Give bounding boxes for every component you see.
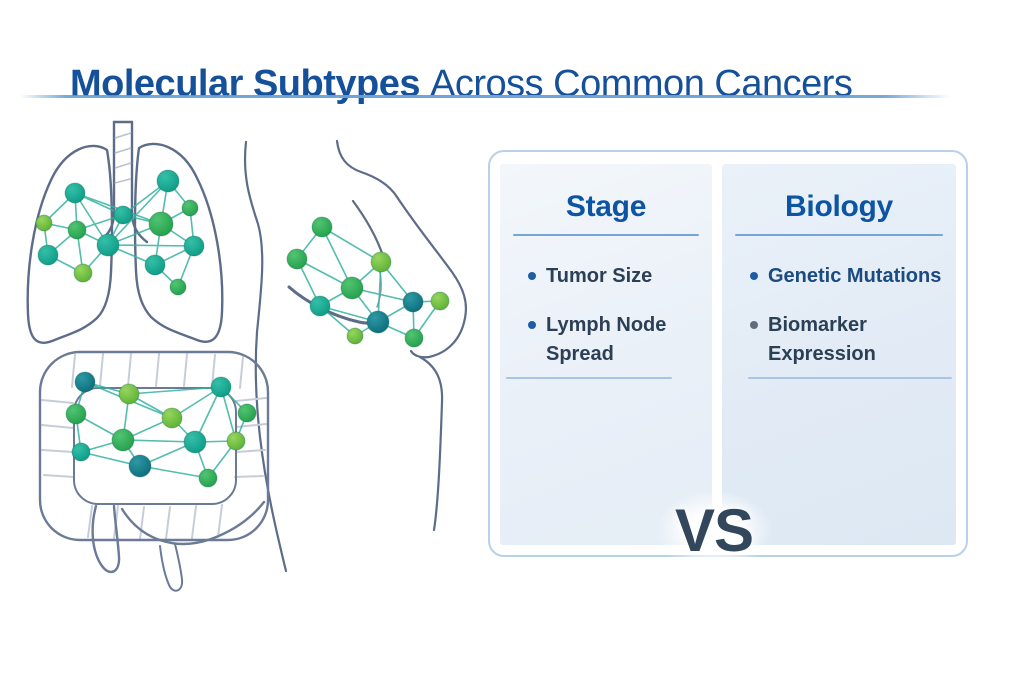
stage-vs-biology-panel: Stage Tumor Size Lymph Node Spread Biolo… <box>488 150 968 571</box>
trachea-rings <box>114 132 132 184</box>
page-title-rest: Across Common Cancers <box>429 63 853 106</box>
list-item: Biomarker Expression <box>750 311 946 369</box>
colon-illustration <box>38 350 270 592</box>
title-divider <box>20 95 950 98</box>
page-title-emphasis: Molecular Subtypes <box>70 63 420 106</box>
stage-list: Tumor Size Lymph Node Spread <box>500 262 712 369</box>
list-item: Tumor Size <box>528 262 702 291</box>
breast-illustration <box>243 139 468 573</box>
torso-outline-icon <box>243 139 468 573</box>
biology-column: Biology Genetic Mutations Biomarker Expr… <box>722 164 956 545</box>
lung-network-edges <box>43 180 195 288</box>
colon-network-nodes <box>65 371 257 488</box>
stage-column: Stage Tumor Size Lymph Node Spread <box>500 164 712 545</box>
list-item: Lymph Node Spread <box>528 311 702 369</box>
stage-header: Stage <box>565 190 647 223</box>
biology-header-underline <box>735 234 943 236</box>
biology-header: Biology <box>785 190 893 223</box>
colon-outline-icon <box>38 350 270 592</box>
breast-network-edges <box>296 226 441 339</box>
lungs-illustration <box>26 120 224 344</box>
vs-divider-line-right <box>748 377 952 379</box>
vs-divider-line-left <box>506 377 672 379</box>
vs-label: VS <box>654 490 774 571</box>
stage-header-underline <box>513 234 699 236</box>
lung-network-nodes <box>35 169 205 296</box>
breast-network-nodes <box>286 216 450 348</box>
biology-list: Genetic Mutations Biomarker Expression <box>722 262 956 369</box>
list-item: Genetic Mutations <box>750 262 946 291</box>
